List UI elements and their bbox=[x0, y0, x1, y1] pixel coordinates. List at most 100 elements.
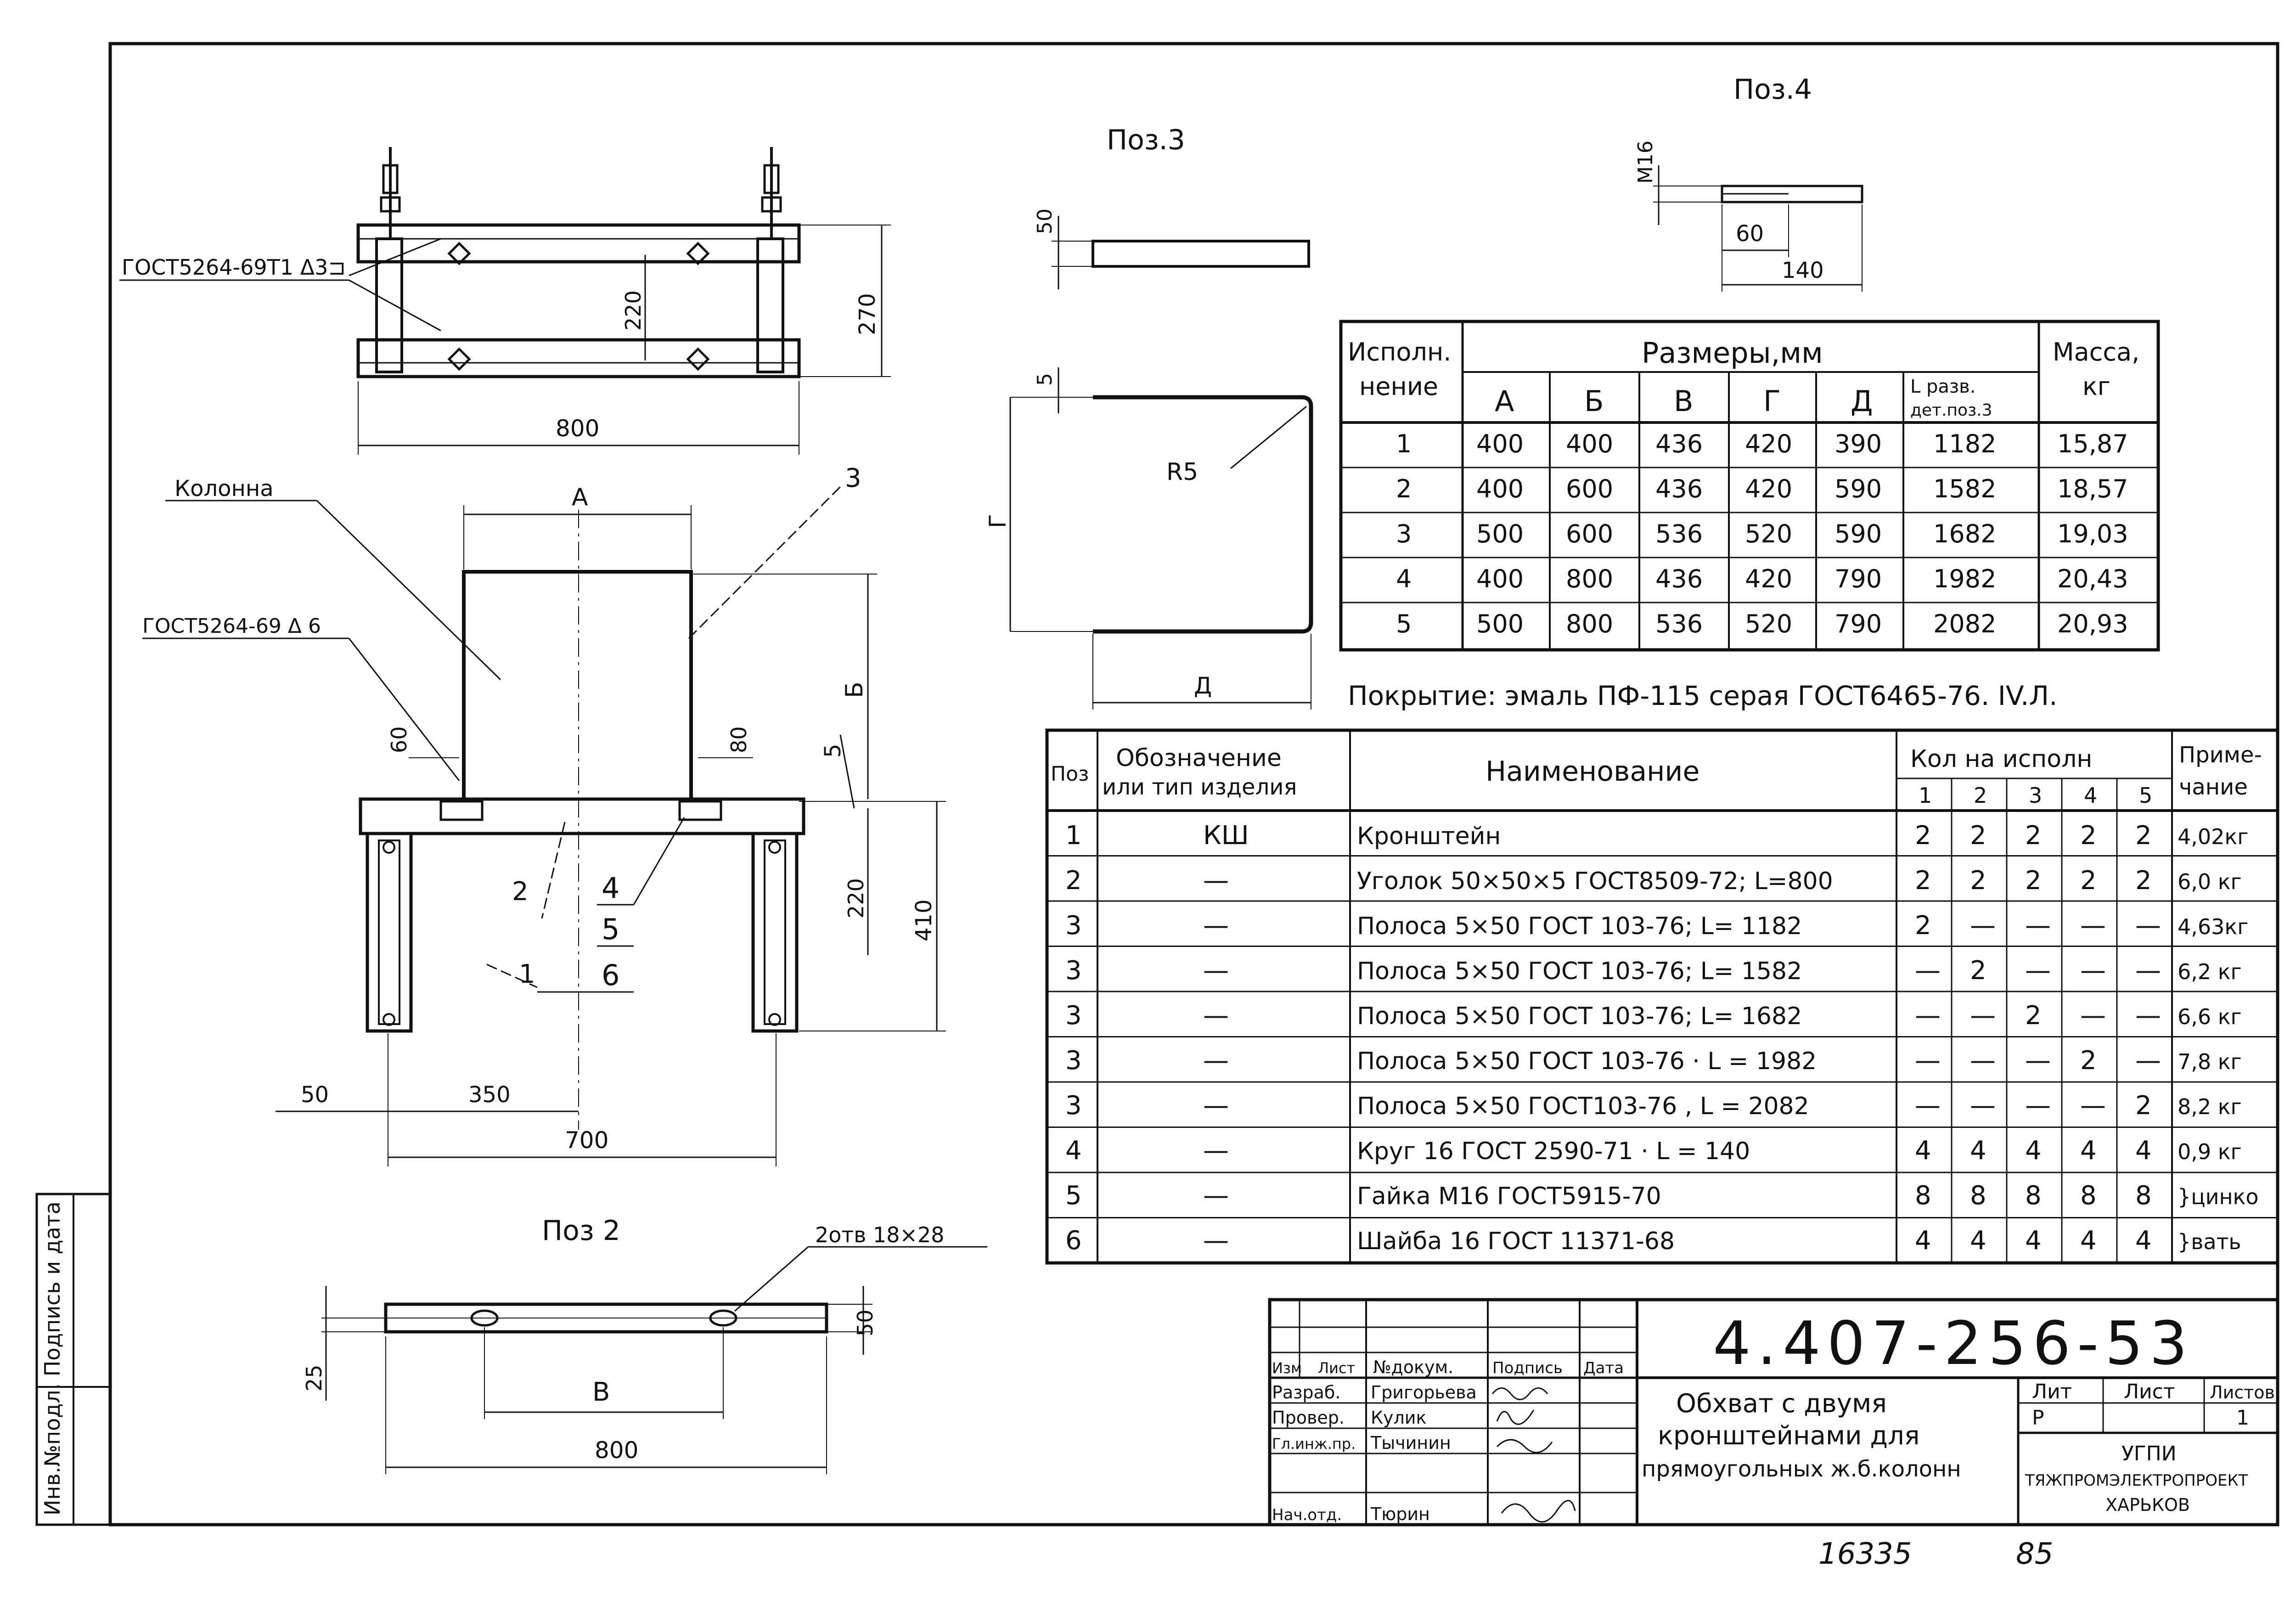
spec-qty-7-3: — bbox=[2025, 1091, 2051, 1121]
title-block: Изм Лист №докум. Подпись Дата Разраб. Пр… bbox=[1268, 1298, 2279, 1527]
spec-des-8: — bbox=[1203, 1136, 1229, 1166]
spec-h-des-2: или тип изделия bbox=[1102, 774, 1297, 800]
spec-qty-1-3: 2 bbox=[2025, 821, 2042, 851]
spec-qty-6-1: — bbox=[1915, 1046, 1941, 1076]
size-cell-r3-c3: 600 bbox=[1566, 519, 1613, 548]
tb-list-h: Лист bbox=[2124, 1380, 2175, 1403]
tb-org-1: УГПИ bbox=[2122, 1442, 2177, 1465]
spec-name-5: Полоса 5×50 ГОСТ 103-76; L= 1682 bbox=[1357, 1003, 1802, 1030]
size-cell-r2-c4: 436 bbox=[1655, 474, 1703, 503]
size-cell-r3-c1: 3 bbox=[1396, 519, 1412, 548]
size-cell-r2-c1: 2 bbox=[1396, 474, 1412, 503]
pos3-dim-G: Г bbox=[985, 514, 1011, 529]
size-cell-r1-c2: 400 bbox=[1476, 429, 1524, 458]
spec-qty-5-3: 2 bbox=[2025, 1001, 2042, 1031]
spec-h-note-1: Приме- bbox=[2179, 742, 2262, 768]
spec-des-5: — bbox=[1203, 1001, 1229, 1031]
spec-note-1: 4,02кг bbox=[2178, 824, 2248, 849]
front-dim-50: 50 bbox=[301, 1082, 329, 1108]
pos4-view: Поз.4 M16 60 140 bbox=[1634, 73, 1863, 292]
spec-h-q3: 3 bbox=[2029, 783, 2042, 808]
spec-qty-6-2: — bbox=[1970, 1046, 1996, 1076]
size-cell-r5-c8: 20,93 bbox=[2057, 609, 2128, 638]
spec-qty-8-1: 4 bbox=[1915, 1136, 1931, 1166]
tb-doc-number: 4.407-256-53 bbox=[1713, 1308, 2194, 1378]
top-dim-800: 800 bbox=[556, 415, 599, 442]
front-callout-1: 1 bbox=[519, 959, 535, 989]
pos2-view: Поз 2 2отв 18×28 25 50 В 800 bbox=[302, 1215, 987, 1474]
size-col-L-1: L разв. bbox=[1910, 376, 1975, 397]
size-cell-r5-c4: 536 bbox=[1655, 609, 1703, 638]
size-cell-r4-c6: 790 bbox=[1835, 564, 1882, 593]
spec-qty-2-3: 2 bbox=[2025, 866, 2042, 896]
front-dim-B: Б bbox=[841, 682, 868, 698]
spec-qty-5-4: — bbox=[2080, 1001, 2106, 1031]
spec-qty-8-5: 4 bbox=[2135, 1136, 2152, 1166]
tb-h-ndoc: №докум. bbox=[1373, 1357, 1453, 1377]
spec-note-4: 6,2 кг bbox=[2178, 959, 2242, 984]
size-cell-r1-c6: 390 bbox=[1835, 429, 1882, 458]
size-cell-r5-c3: 800 bbox=[1566, 609, 1613, 638]
spec-qty-9-1: 8 bbox=[1915, 1181, 1931, 1211]
spec-qty-4-3: — bbox=[2025, 956, 2051, 986]
spec-qty-4-5: — bbox=[2135, 956, 2161, 986]
spec-qty-4-4: — bbox=[2080, 956, 2106, 986]
size-cell-r1-c8: 15,87 bbox=[2057, 429, 2128, 458]
tb-name-1: Григорьева bbox=[1371, 1382, 1477, 1403]
spec-h-qty: Кол на исполн bbox=[1910, 745, 2092, 773]
top-view: ГОСТ5264-69Т1 Δ3⊐ 220 270 800 bbox=[119, 147, 891, 455]
pos2-holes: 2отв 18×28 bbox=[815, 1223, 945, 1247]
front-callout-2: 2 bbox=[512, 877, 529, 907]
spec-qty-3-4: — bbox=[2080, 911, 2106, 941]
tb-lit-v: Р bbox=[2032, 1406, 2044, 1430]
spec-note-2: 6,0 кг bbox=[2178, 869, 2242, 894]
spec-qty-7-1: — bbox=[1915, 1091, 1941, 1121]
tb-h-sign: Подпись bbox=[1492, 1359, 1563, 1377]
tb-title-1: Обхват с двумя bbox=[1676, 1389, 1887, 1419]
spec-qty-1-1: 2 bbox=[1915, 821, 1931, 851]
spec-pos-8: 4 bbox=[1065, 1136, 1082, 1166]
spec-qty-1-4: 2 bbox=[2080, 821, 2097, 851]
spec-note-10: }вать bbox=[2178, 1229, 2241, 1254]
front-dim-60: 60 bbox=[387, 726, 411, 753]
tb-title-3: прямоугольных ж.б.колонн bbox=[1642, 1456, 1961, 1482]
tb-org-3: ХАРЬКОВ bbox=[2105, 1495, 2190, 1515]
size-h-exec-1: Исполн. bbox=[1348, 338, 1451, 366]
pos3-dim-50: 50 bbox=[1033, 208, 1057, 234]
pos2-dim-V: В bbox=[592, 1377, 610, 1407]
spec-des-1: КШ bbox=[1203, 821, 1249, 851]
pos4-dim-60: 60 bbox=[1736, 221, 1764, 247]
tb-lit-h: Лит bbox=[2032, 1380, 2072, 1403]
size-h-exec-2: нение bbox=[1359, 372, 1438, 401]
spec-name-10: Шайба 16 ГОСТ 11371-68 bbox=[1357, 1228, 1675, 1255]
size-cell-r2-c3: 600 bbox=[1566, 474, 1613, 503]
spec-qty-1-5: 2 bbox=[2135, 821, 2152, 851]
spec-qty-2-5: 2 bbox=[2135, 866, 2152, 896]
tb-h-izm: Изм bbox=[1272, 1359, 1302, 1377]
front-weld-note: ГОСТ5264-69 Δ 6 bbox=[142, 614, 321, 638]
spec-name-1: Кронштейн bbox=[1357, 823, 1501, 850]
spec-des-2: — bbox=[1203, 866, 1229, 896]
spec-qty-1-2: 2 bbox=[1970, 821, 1986, 851]
tb-h-list: Лист bbox=[1318, 1359, 1355, 1377]
spec-note-3: 4,63кг bbox=[2178, 914, 2248, 939]
tb-role-2: Провер. bbox=[1272, 1408, 1345, 1428]
pos2-dim-50: 50 bbox=[853, 1309, 878, 1336]
spec-qty-8-3: 4 bbox=[2025, 1136, 2042, 1166]
size-cell-r2-c6: 590 bbox=[1835, 474, 1882, 503]
size-cell-r4-c5: 420 bbox=[1745, 564, 1792, 593]
spec-qty-2-2: 2 bbox=[1970, 866, 1986, 896]
front-dim-350: 350 bbox=[468, 1082, 511, 1108]
spec-qty-7-2: — bbox=[1970, 1091, 1996, 1121]
size-cell-r4-c2: 400 bbox=[1476, 564, 1524, 593]
spec-qty-4-1: — bbox=[1915, 956, 1941, 986]
size-cell-r3-c4: 536 bbox=[1655, 519, 1703, 548]
spec-des-9: — bbox=[1203, 1181, 1229, 1211]
spec-qty-5-2: — bbox=[1970, 1001, 1996, 1031]
spec-name-8: Круг 16 ГОСТ 2590-71 · L = 140 bbox=[1357, 1138, 1750, 1165]
spec-pos-7: 3 bbox=[1065, 1091, 1082, 1121]
size-cell-r2-c8: 18,57 bbox=[2057, 474, 2128, 503]
spec-pos-5: 3 bbox=[1065, 1001, 1082, 1031]
spec-name-2: Уголок 50×50×5 ГОСТ8509-72; L=800 bbox=[1357, 868, 1833, 895]
pos4-thread: M16 bbox=[1634, 141, 1657, 184]
